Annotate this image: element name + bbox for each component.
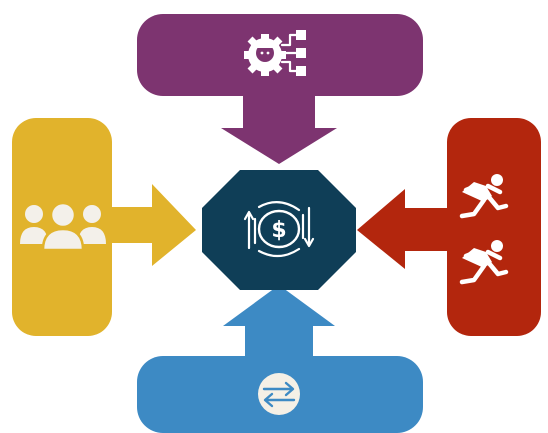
- money-flow-icon: $: [243, 201, 315, 258]
- right-block: [357, 118, 541, 336]
- right-block-box: [447, 118, 541, 336]
- people-group-icon: [20, 201, 106, 252]
- left-arrow: [108, 184, 196, 266]
- right-arrow: [357, 189, 451, 269]
- left-block: [12, 118, 196, 336]
- top-block: [137, 14, 423, 164]
- factory-worker-supply-icon: [244, 30, 306, 76]
- bottom-arrow: [223, 285, 335, 360]
- running-people-icon: [459, 174, 509, 285]
- exchange-arrows-icon: [258, 373, 300, 415]
- top-arrow: [221, 92, 337, 164]
- bottom-block: [137, 285, 423, 433]
- svg-text:$: $: [271, 218, 286, 243]
- center-node: $: [202, 170, 356, 290]
- center-octagon: [202, 170, 356, 290]
